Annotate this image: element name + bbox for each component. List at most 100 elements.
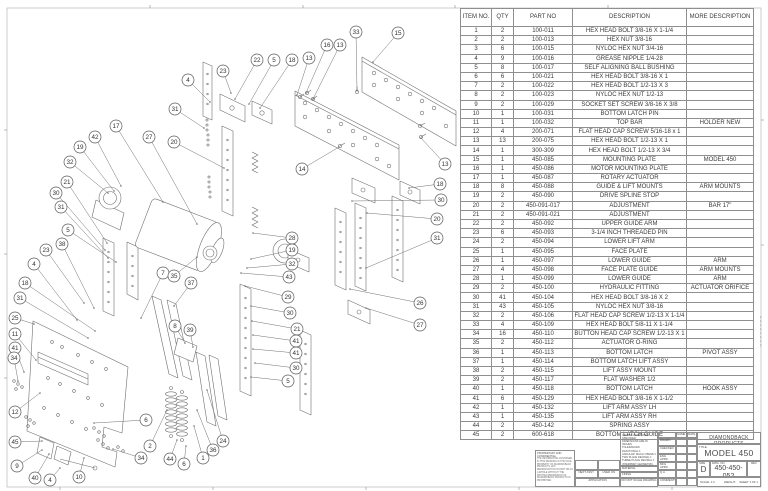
approval-date-cell [686, 462, 697, 470]
leader-line [178, 256, 198, 273]
leader-line [307, 146, 340, 167]
balloon-number: 14 [298, 166, 306, 173]
balloon-number: 2 [148, 443, 152, 450]
leader-line [246, 264, 287, 269]
balloon-number: 13 [336, 42, 344, 49]
leader-arrow [39, 392, 41, 394]
cell-qty: 2 [491, 81, 514, 92]
leader-line [355, 37, 358, 91]
balloon-26 [413, 296, 427, 310]
cell-item-no: 11 [460, 117, 492, 129]
cell-qty: 4 [491, 319, 514, 331]
leader-arrow [246, 267, 248, 269]
cell-part-no: 100-016 [513, 53, 573, 64]
balloon-number: 42 [91, 134, 99, 141]
leader-arrow [420, 137, 422, 139]
cell-part-no: 200-075 [513, 136, 573, 147]
cell-qty: 4 [491, 127, 514, 138]
leader-arrow [196, 223, 198, 225]
balloon-number: 30 [437, 197, 445, 204]
leader-arrow [83, 457, 85, 459]
cell-qty: 2 [491, 283, 514, 294]
leader-line [184, 445, 187, 459]
dwg-no-cell: DWG. NO. 450-450-052 [710, 461, 747, 477]
balloon-number: 22 [253, 57, 261, 64]
balloon-number: 17 [112, 123, 120, 130]
cell-more-description: ARM [686, 274, 754, 285]
cell-item-no: 19 [460, 191, 492, 202]
cell-part-no: 450-109 [513, 319, 573, 331]
cell-description: HEX HEAD BOLT 1/2-13 X 3 [572, 81, 687, 92]
cell-description: LOWER GUIDE [572, 274, 687, 285]
proprietary-title: PROPRIETARY AND CONFIDENTIAL [537, 452, 562, 459]
cell-item-no: 39 [460, 375, 492, 386]
leader-arrow [338, 146, 340, 148]
cell-description: UPPER GUIDE ARM [572, 218, 687, 230]
cell-part-no: 450-105 [513, 301, 573, 312]
balloon-14 [295, 162, 309, 176]
balloon-number: 38 [58, 241, 66, 248]
balloon-number: 6 [144, 417, 148, 424]
approval-label-comments-: COMMENTS: [658, 478, 676, 486]
cell-description: SELF ALIGNING BALL BUSHING [572, 62, 687, 73]
balloon-number: 31 [16, 295, 24, 302]
balloon-27 [142, 130, 156, 144]
balloon-25 [8, 311, 22, 325]
cell-item-no: 41 [460, 393, 492, 404]
balloon-number: 11 [12, 331, 19, 338]
leader-line [118, 130, 164, 203]
leader-line [365, 240, 432, 269]
cell-item-no: 20 [460, 200, 492, 211]
cell-part-no: 450-110 [513, 329, 573, 340]
cell-qty: 9 [491, 53, 514, 64]
leader-arrow [83, 302, 85, 304]
leader-line [20, 440, 43, 443]
cell-item-no: 43 [460, 411, 492, 423]
approval-date-cell [686, 438, 697, 446]
balloon-number: 29 [284, 294, 292, 301]
approval-name-cell [676, 438, 687, 446]
leader-arrow [223, 167, 225, 169]
cell-qty: 41 [491, 292, 514, 303]
cell-more-description [686, 246, 754, 257]
cell-description: LIFT ARM ASSY RH [572, 411, 687, 423]
balloon-18 [285, 53, 299, 67]
cell-more-description [686, 62, 754, 73]
cell-more-description [686, 411, 754, 423]
leader-arrow [17, 380, 19, 382]
balloon-13 [302, 51, 316, 65]
cell-part-no: 450-090 [513, 191, 573, 202]
leader-arrow [48, 453, 50, 455]
leader-arrow [203, 127, 205, 129]
leader-arrow [120, 185, 122, 187]
cell-item-no: 28 [460, 274, 492, 285]
cell-qty: 13 [491, 136, 514, 147]
cell-item-no: 22 [460, 218, 492, 230]
leader-line [251, 320, 292, 329]
cell-description: NYLOC HEX NUT 3/4-16 [572, 44, 687, 55]
balloon-13 [333, 38, 347, 52]
cell-part-no: 450-091-021 [513, 209, 573, 220]
balloon-number: 34 [137, 455, 145, 462]
assembly-line-art [12, 56, 457, 471]
spring-assemblies [165, 386, 188, 442]
cell-item-no: 31 [460, 301, 492, 312]
balloon-13 [438, 157, 452, 171]
leader-line [250, 376, 283, 381]
leader-line [179, 144, 225, 169]
cell-more-description [686, 35, 754, 46]
balloon-34 [7, 351, 21, 365]
cell-part-no: 450-087 [513, 172, 573, 184]
